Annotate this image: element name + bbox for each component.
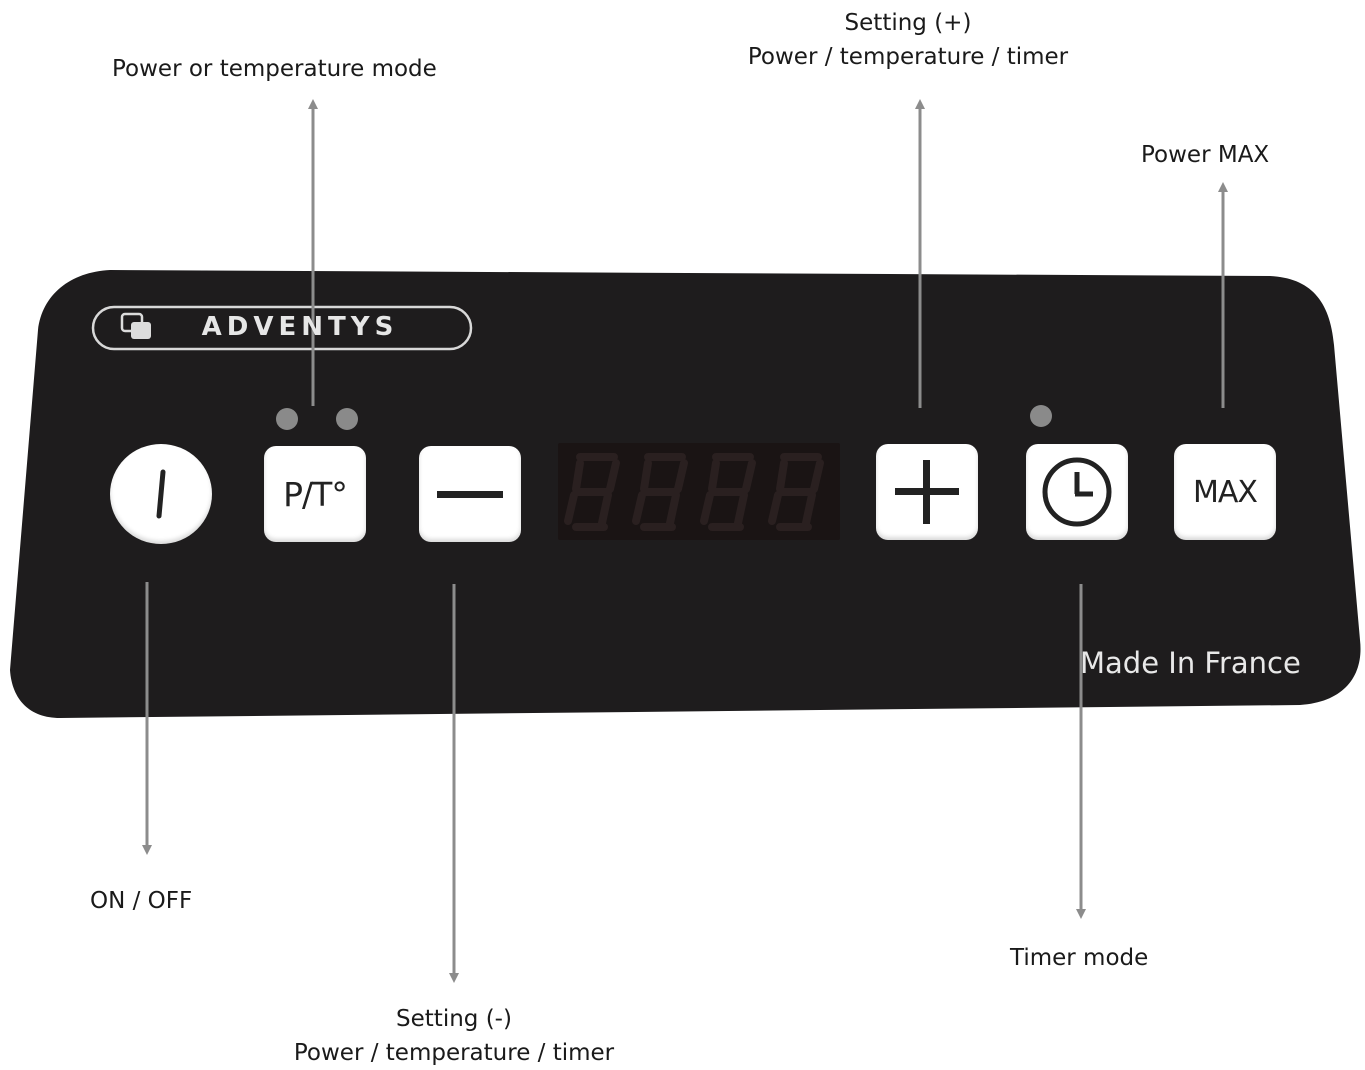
power-temperature-mode-button[interactable]: P/T° — [264, 446, 366, 542]
brand-name: ADVENTYS — [201, 312, 399, 342]
timer-mode-button[interactable] — [1026, 444, 1128, 540]
callout-text: ON / OFF — [90, 888, 193, 914]
made-in-label: Made In France — [1080, 646, 1301, 680]
brand-badge-outline — [91, 305, 473, 351]
callout-timer-mode: Timer mode — [1010, 941, 1148, 975]
minus-icon — [437, 491, 503, 498]
callout-setting-plus: Setting (+) Power / temperature / timer — [738, 6, 1078, 74]
callout-subtitle: Power / temperature / timer — [747, 44, 1069, 70]
power-line-icon — [156, 469, 166, 519]
plus-icon — [895, 460, 959, 524]
callout-text: Power MAX — [1141, 142, 1270, 168]
callout-subtitle: Power / temperature / timer — [293, 1040, 615, 1066]
adventys-logo-icon — [120, 312, 151, 339]
callout-title: Setting (-) — [396, 1006, 512, 1032]
setting-minus-button[interactable] — [419, 446, 521, 542]
clock-icon — [1042, 457, 1112, 527]
mode-button-label: P/T° — [283, 474, 348, 514]
callout-on-off: ON / OFF — [90, 884, 192, 918]
power-max-button[interactable]: MAX — [1174, 444, 1276, 540]
power-mode-led — [276, 408, 298, 430]
max-button-label: MAX — [1193, 474, 1258, 510]
timer-led — [1030, 405, 1052, 427]
callout-setting-minus: Setting (-) Power / temperature / timer — [284, 1002, 624, 1070]
temperature-mode-led — [336, 408, 358, 430]
on-off-button[interactable] — [110, 444, 212, 544]
callout-power-temperature-mode: Power or temperature mode — [112, 52, 437, 86]
setting-plus-button[interactable] — [876, 444, 978, 540]
digit-display — [558, 443, 840, 540]
callout-title: Setting (+) — [844, 10, 972, 36]
seven-segment-digits — [564, 453, 824, 531]
callout-text: Power or temperature mode — [112, 56, 437, 82]
callout-text: Timer mode — [1010, 945, 1149, 971]
callout-power-max: Power MAX — [1141, 138, 1269, 172]
